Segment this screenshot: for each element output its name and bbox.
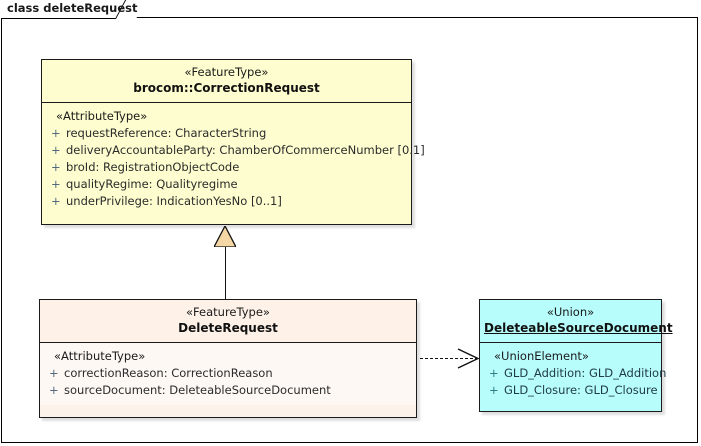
attribute-compartment-deleterequest: «AttributeType» + correctionReason: Corr… — [40, 343, 416, 405]
visibility-marker: + — [489, 383, 499, 397]
visibility-marker: + — [51, 126, 61, 140]
visibility-marker: + — [51, 143, 61, 157]
generalization-arrowhead-icon[interactable] — [214, 226, 236, 247]
attribute-label: underPrivilege: IndicationYesNo [0..1] — [66, 194, 282, 208]
diagram-frame-tab — [1, 0, 147, 19]
visibility-marker: + — [489, 366, 499, 380]
class-box-correctionrequest[interactable]: «FeatureType» brocom::CorrectionRequest … — [41, 59, 425, 225]
attribute-row[interactable]: + GLD_Addition: GLD_Addition — [482, 365, 666, 382]
attribute-row[interactable]: + underPrivilege: IndicationYesNo [0..1] — [44, 193, 409, 210]
dependency-line[interactable] — [420, 358, 478, 359]
class-name: DeleteRequest — [178, 321, 278, 335]
class-name: brocom::CorrectionRequest — [133, 81, 320, 95]
visibility-marker: + — [51, 177, 61, 191]
diagram-frame — [1, 17, 698, 443]
attribute-label: broId: RegistrationObjectCode — [66, 160, 240, 174]
attribute-row[interactable]: + GLD_Closure: GLD_Closure — [482, 382, 659, 399]
attribute-label: deliveryAccountableParty: ChamberOfComme… — [66, 143, 425, 157]
class-header-deleterequest: «FeatureType» DeleteRequest — [40, 300, 416, 343]
diagram-frame-label: class deleteRequest — [7, 1, 138, 15]
visibility-marker: + — [49, 366, 59, 380]
visibility-marker: + — [51, 160, 61, 174]
attribute-label: requestReference: CharacterString — [66, 126, 267, 140]
class-box-deleterequest[interactable]: «FeatureType» DeleteRequest «AttributeTy… — [39, 299, 417, 418]
compartment-stereotype: «AttributeType» — [56, 109, 148, 123]
attribute-compartment-deleteablesourcedocument: «UnionElement» + GLD_Addition: GLD_Addit… — [480, 343, 666, 405]
attribute-row[interactable]: + qualityRegime: Qualityregime — [44, 176, 409, 193]
visibility-marker: + — [49, 383, 59, 397]
attribute-row[interactable]: + deliveryAccountableParty: ChamberOfCom… — [44, 142, 425, 159]
attribute-label: GLD_Closure: GLD_Closure — [504, 383, 658, 397]
compartment-stereotype: «AttributeType» — [54, 349, 146, 363]
class-name: DeleteableSourceDocument — [484, 321, 673, 335]
class-header-correctionrequest: «FeatureType» brocom::CorrectionRequest — [42, 60, 411, 103]
attribute-compartment-correctionrequest: «AttributeType» + requestReference: Char… — [42, 103, 425, 216]
class-box-deleteablesourcedocument[interactable]: «Union» DeleteableSourceDocument «UnionE… — [479, 299, 673, 412]
class-stereotype: «FeatureType» — [184, 65, 269, 79]
dependency-arrowhead-icon[interactable] — [456, 348, 480, 369]
attribute-label: sourceDocument: DeleteableSourceDocument — [64, 383, 331, 397]
class-stereotype: «FeatureType» — [186, 305, 270, 319]
attribute-label: GLD_Addition: GLD_Addition — [504, 366, 667, 380]
class-stereotype: «Union» — [546, 305, 595, 319]
attribute-label: correctionReason: CorrectionReason — [64, 366, 273, 380]
visibility-marker: + — [51, 194, 61, 208]
generalization-line[interactable] — [225, 247, 226, 300]
attribute-row[interactable]: + requestReference: CharacterString — [44, 125, 409, 142]
attribute-row[interactable]: + correctionReason: CorrectionReason — [42, 365, 414, 382]
class-header-deleteablesourcedocument: «Union» DeleteableSourceDocument — [480, 300, 673, 343]
attribute-row[interactable]: + broId: RegistrationObjectCode — [44, 159, 409, 176]
attribute-row[interactable]: + sourceDocument: DeleteableSourceDocume… — [42, 382, 414, 399]
attribute-label: qualityRegime: Qualityregime — [66, 177, 238, 191]
compartment-stereotype: «UnionElement» — [494, 349, 589, 363]
